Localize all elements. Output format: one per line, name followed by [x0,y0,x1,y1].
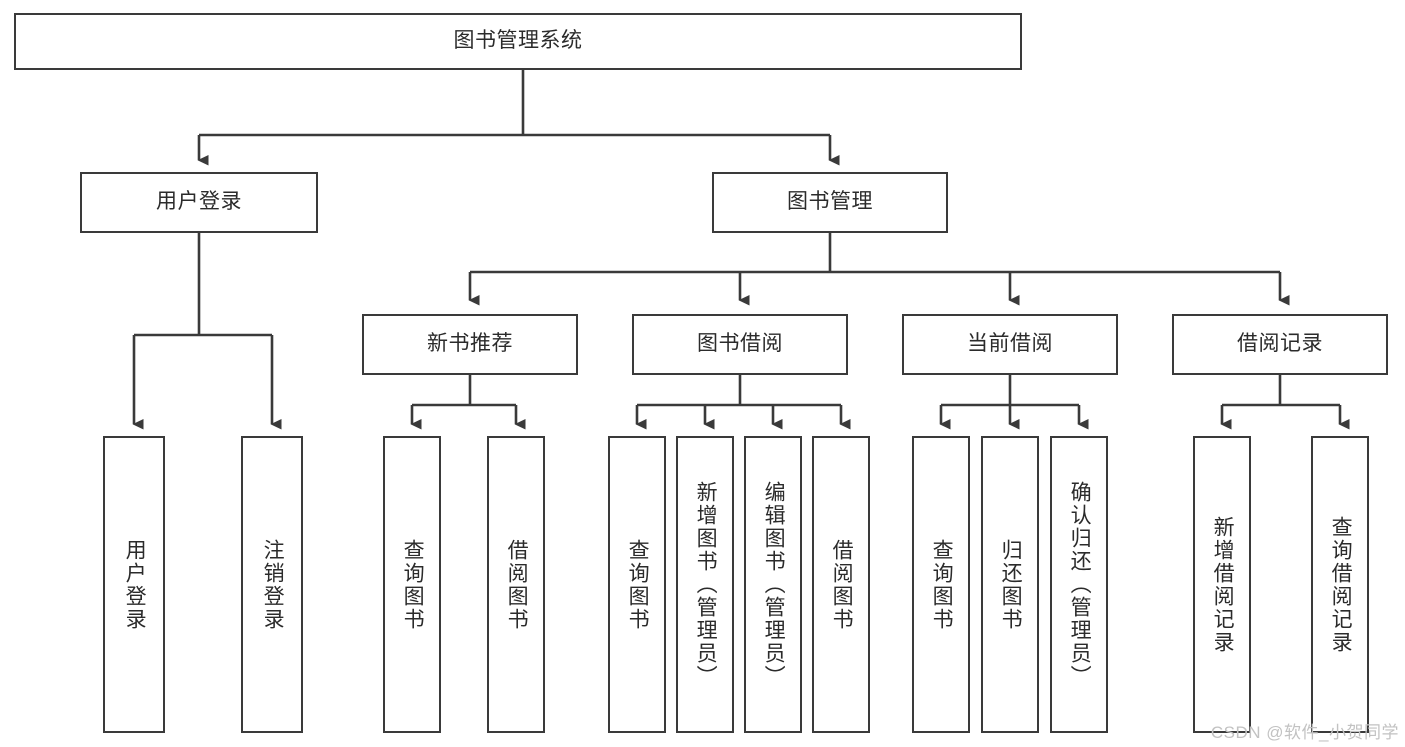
leaf-user-logout-label: 注销登录 [261,538,285,631]
leaf-add-book[interactable]: 新增图书（管理员） [676,436,734,733]
leaf-borrow-book-1[interactable]: 借阅图书 [487,436,545,733]
leaf-add-record-label: 新增借阅记录 [1211,515,1235,654]
node-new-book-recommend-label: 新书推荐 [427,332,513,356]
leaf-add-book-label: 新增图书（管理员） [694,481,718,688]
leaf-borrow-book-2[interactable]: 借阅图书 [812,436,870,733]
leaf-add-record[interactable]: 新增借阅记录 [1193,436,1251,733]
leaf-query-book-3-label: 查询图书 [930,538,954,631]
leaf-query-book-2[interactable]: 查询图书 [608,436,666,733]
leaf-user-login[interactable]: 用户登录 [103,436,165,733]
leaf-user-logout[interactable]: 注销登录 [241,436,303,733]
node-root[interactable]: 图书管理系统 [14,13,1022,70]
node-borrow-records-label: 借阅记录 [1237,332,1323,356]
leaf-query-book-1[interactable]: 查询图书 [383,436,441,733]
leaf-edit-book[interactable]: 编辑图书（管理员） [744,436,802,733]
node-current-borrow-label: 当前借阅 [967,332,1053,356]
leaf-borrow-book-2-label: 借阅图书 [830,538,854,631]
leaf-query-book-1-label: 查询图书 [401,538,425,631]
node-borrow-records[interactable]: 借阅记录 [1172,314,1388,375]
node-root-label: 图书管理系统 [453,29,583,53]
watermark: CSDN @软件_小贺同学 [1210,723,1399,742]
node-book-borrow[interactable]: 图书借阅 [632,314,848,375]
leaf-confirm-return-label: 确认归还（管理员） [1068,481,1092,688]
node-user-login-label: 用户登录 [156,190,242,214]
leaf-borrow-book-1-label: 借阅图书 [505,538,529,631]
leaf-user-login-label: 用户登录 [123,538,147,631]
leaf-confirm-return[interactable]: 确认归还（管理员） [1050,436,1108,733]
node-book-management-label: 图书管理 [787,190,873,214]
leaf-query-book-2-label: 查询图书 [626,538,650,631]
leaf-return-book[interactable]: 归还图书 [981,436,1039,733]
leaf-return-book-label: 归还图书 [999,538,1023,631]
node-book-management[interactable]: 图书管理 [712,172,948,233]
leaf-query-record-label: 查询借阅记录 [1329,515,1353,654]
leaf-edit-book-label: 编辑图书（管理员） [762,481,786,688]
node-book-borrow-label: 图书借阅 [697,332,783,356]
node-user-login[interactable]: 用户登录 [80,172,318,233]
node-current-borrow[interactable]: 当前借阅 [902,314,1118,375]
node-new-book-recommend[interactable]: 新书推荐 [362,314,578,375]
leaf-query-book-3[interactable]: 查询图书 [912,436,970,733]
leaf-query-record[interactable]: 查询借阅记录 [1311,436,1369,733]
